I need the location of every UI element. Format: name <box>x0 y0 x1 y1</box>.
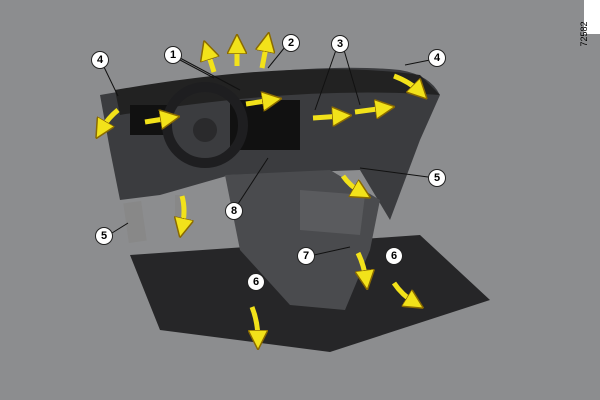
arrow-icon <box>252 306 258 340</box>
arrow-icon <box>207 50 214 73</box>
arrow-icon <box>144 118 170 122</box>
arrow-icon <box>312 116 342 118</box>
callout-4-right: 4 <box>428 49 446 67</box>
callout-1: 1 <box>164 46 182 64</box>
airflow-arrows <box>101 42 420 340</box>
callout-6-rear-left: 6 <box>247 273 265 291</box>
leader-lines <box>103 46 431 256</box>
callout-8: 8 <box>225 202 243 220</box>
callout-5-left: 5 <box>95 227 113 245</box>
callout-5-right: 5 <box>428 169 446 187</box>
callout-7: 7 <box>297 247 315 265</box>
arrow-icon <box>391 281 415 303</box>
arrow-icon <box>245 100 272 104</box>
arrow-icon <box>101 108 120 130</box>
arrow-icon <box>358 251 366 280</box>
arrow-icon <box>340 174 362 193</box>
figure-id-label: 72582 <box>579 0 600 47</box>
arrow-icon <box>182 195 184 228</box>
callout-4-left: 4 <box>91 51 109 69</box>
pedals <box>123 195 185 244</box>
callout-6-rear-right: 6 <box>385 247 403 265</box>
arrow-icon <box>262 42 267 69</box>
callout-2: 2 <box>282 34 300 52</box>
arrow-icon <box>354 108 385 112</box>
callout-3: 3 <box>331 35 349 53</box>
arrow-icon <box>393 73 420 92</box>
center-console <box>225 170 380 310</box>
